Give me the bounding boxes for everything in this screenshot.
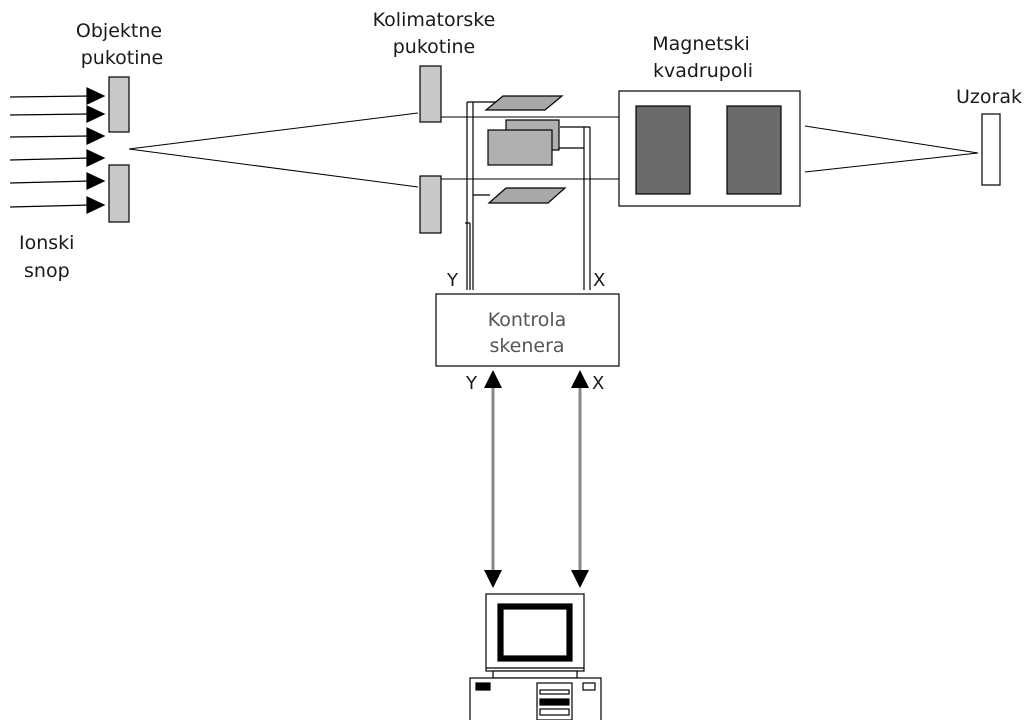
deflector-coil-front bbox=[487, 129, 553, 166]
scanner-control-box bbox=[435, 293, 620, 367]
sample-label: Uzorak bbox=[956, 86, 1022, 108]
control-y-label: Y bbox=[465, 373, 478, 394]
collimator-slit-top bbox=[419, 65, 442, 123]
beam-line-lower bbox=[128, 148, 419, 188]
scanner-y-label: Y bbox=[446, 270, 459, 291]
ion-beam-label-line2: snop bbox=[24, 260, 70, 282]
collimator-slits-label-line2: pukotine bbox=[393, 36, 476, 58]
beam-line-upper bbox=[128, 112, 419, 150]
collimator-slits-label-line1: Kolimatorske bbox=[373, 9, 496, 31]
sample-target bbox=[981, 113, 1001, 186]
scanner-deflection-unit bbox=[465, 95, 591, 290]
control-arrows bbox=[484, 370, 589, 588]
focus-line-lower bbox=[804, 152, 979, 173]
scanner-control-label-line2: skenera bbox=[489, 335, 564, 357]
ion-beam-arrows bbox=[9, 87, 106, 214]
quadrupoles-label-line1: Magnetski bbox=[652, 33, 749, 55]
deflector-plate-bottom bbox=[487, 187, 567, 204]
scanner-x-label: X bbox=[593, 270, 605, 291]
object-slit-top bbox=[108, 76, 130, 133]
focus-line-upper bbox=[804, 125, 979, 154]
collimator-slit-bottom bbox=[419, 175, 442, 234]
computer-icon bbox=[469, 593, 602, 720]
quadrupole-magnet-2 bbox=[726, 105, 782, 195]
object-slit-bottom bbox=[108, 164, 130, 223]
object-slits-label-line2: pukotine bbox=[81, 47, 164, 69]
deflector-plate-top bbox=[484, 95, 564, 111]
scanner-control-label-line1: Kontrola bbox=[488, 309, 567, 331]
control-x-label: X bbox=[592, 373, 604, 394]
ion-beam-label-line1: Ionski bbox=[19, 232, 74, 254]
quadrupole-magnet-1 bbox=[635, 105, 691, 195]
object-slits-label-line1: Objektne bbox=[76, 20, 162, 42]
quadrupoles-label-line2: kvadrupoli bbox=[653, 60, 753, 82]
